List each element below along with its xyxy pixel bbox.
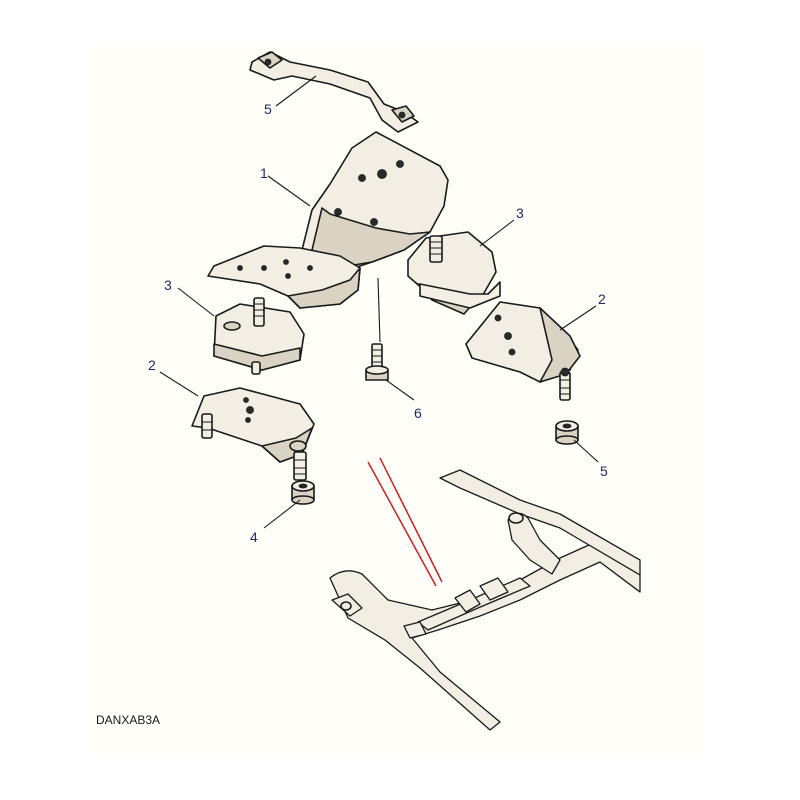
part-1-bracket <box>207 131 449 309</box>
part-5-nut-left <box>291 480 315 505</box>
callout-6: 6 <box>414 405 422 421</box>
callout-2-left: 2 <box>148 357 156 373</box>
location-indicator-line <box>367 461 437 587</box>
callout-3-left: 3 <box>164 277 172 293</box>
chassis-frame <box>329 469 641 731</box>
part-3-mount-left <box>213 297 305 375</box>
callout-5-right: 5 <box>600 463 608 479</box>
callout-2-right: 2 <box>598 291 606 307</box>
drawing-code: DANXAB3A <box>96 713 160 727</box>
location-indicator-line <box>379 457 443 583</box>
part-3-mount-right <box>407 231 501 315</box>
part-6-bolt <box>365 343 389 381</box>
part-2-bracket-right <box>465 301 581 401</box>
part-2-bracket-left <box>191 387 315 481</box>
part-4-strap <box>249 51 419 133</box>
part-5-nut-right <box>555 420 579 445</box>
leader-lines <box>159 75 599 529</box>
callout-1: 1 <box>260 165 268 181</box>
callout-4: 5 <box>264 101 272 117</box>
callout-5-left: 4 <box>250 529 258 545</box>
callout-3-right: 3 <box>516 205 524 221</box>
